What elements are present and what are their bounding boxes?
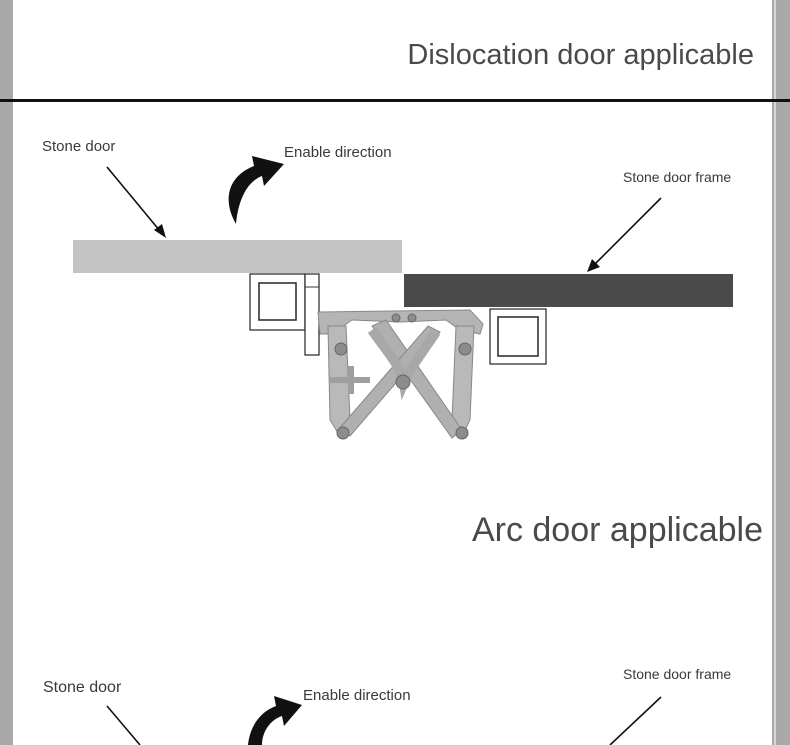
- stone-door-label: Stone door: [42, 138, 116, 155]
- curved-arrow-icon: [228, 156, 284, 224]
- curved-arrow-icon: [248, 696, 302, 745]
- stone-door-frame-label: Stone door frame: [623, 666, 732, 682]
- pointer-arrow-icon: [106, 166, 166, 238]
- pointer-arrow-icon: [609, 696, 662, 745]
- stone-door-frame-label: Stone door frame: [623, 169, 732, 185]
- enable-direction-label: Enable direction: [284, 144, 392, 161]
- section1-title: Dislocation door applicable: [407, 39, 754, 71]
- left-border: [0, 0, 13, 745]
- section-divider: [0, 99, 790, 102]
- stone-door-label: Stone door: [43, 679, 122, 696]
- section2-title: Arc door applicable: [471, 511, 763, 549]
- stone-door-panel: [73, 240, 402, 273]
- right-border: [772, 0, 790, 745]
- hinge-icon: [249, 273, 547, 440]
- right-border-line: [774, 0, 776, 745]
- pointer-arrow-icon: [587, 197, 662, 272]
- pointer-arrow-icon: [106, 705, 141, 745]
- enable-direction-label: Enable direction: [303, 687, 411, 704]
- stone-door-frame-panel: [404, 274, 733, 307]
